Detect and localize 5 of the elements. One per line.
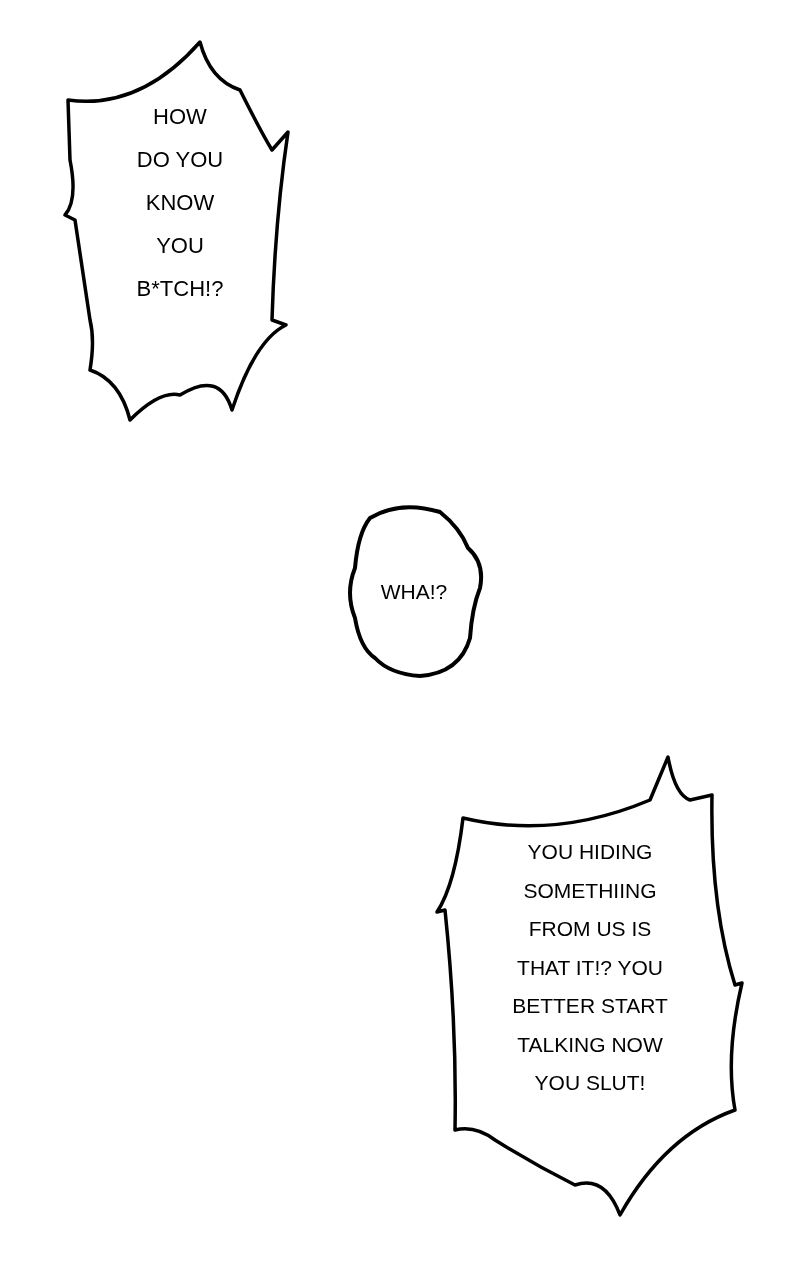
dialogue-text: WHA!?	[380, 579, 448, 605]
shout-speech-bubble	[60, 40, 292, 425]
dialogue-text: HOW DO YOU KNOW YOU B*TCH!?	[136, 103, 224, 303]
dialogue-text: YOU HIDING SOMETHIING FROM US IS THAT IT!? YOU BETTER START TALKING NOW YOU SLUT!	[511, 839, 669, 1096]
shout-speech-bubble	[435, 755, 745, 1220]
